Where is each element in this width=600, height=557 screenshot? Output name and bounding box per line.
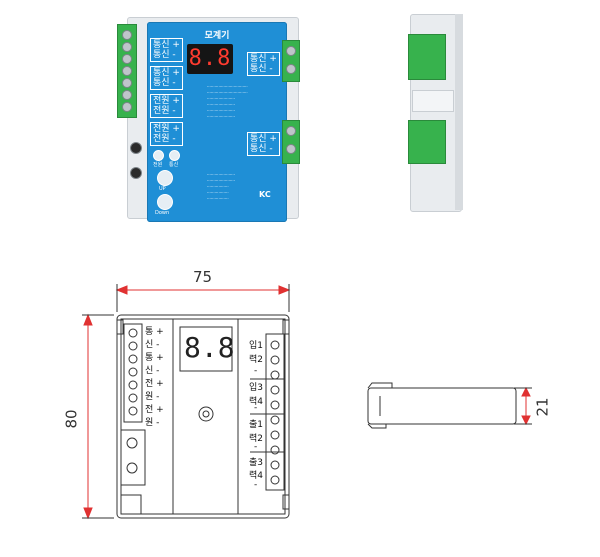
drawing-right-label: 입1 (249, 341, 264, 351)
down-button-caption: Down (155, 210, 170, 216)
comm-led (169, 150, 180, 161)
terminal-screw (122, 42, 132, 52)
drawing-right-label: 출1 (249, 420, 264, 430)
side-clip (412, 90, 454, 112)
terminal-screw (122, 78, 132, 88)
spec-text-block: ········································… (207, 84, 248, 119)
drawing-right-label: 력2 (249, 434, 264, 444)
drawing-display-digits: 8.8 (184, 331, 235, 364)
down-button[interactable] (157, 194, 173, 210)
side-edge (455, 14, 463, 210)
power-led (153, 150, 164, 161)
terminal-screw (122, 66, 132, 76)
drawing-right-label: 력4 (249, 471, 264, 481)
mount-screw (130, 142, 142, 154)
up-button-caption: UP (159, 186, 166, 192)
drawing-left-label: 원 - (145, 418, 160, 428)
comm-led-caption: 통신 (169, 162, 179, 168)
drawing-right-label: - (254, 442, 258, 452)
drawing-left-label: 전 + (145, 379, 164, 389)
terminal-screw (122, 54, 132, 64)
drawing-left-label: 신 - (145, 340, 160, 350)
front-outline-drawing (116, 314, 290, 519)
label-right-top: 통신 +통신 - (247, 52, 280, 76)
label-right-bottom: 통신 +통신 - (247, 132, 280, 156)
terminal-screw (286, 64, 296, 74)
drawing-left-label: 전 + (145, 405, 164, 415)
height-dimension-label: 80 (62, 409, 81, 429)
mount-screw (130, 167, 142, 179)
terminal-screw (286, 144, 296, 154)
side-outline-drawing (367, 382, 517, 429)
drawing-left-label: 원 - (145, 392, 160, 402)
side-terminal-top (408, 34, 446, 80)
label-comm-2: 통신 +통신 - (150, 66, 183, 90)
terminal-screw (286, 126, 296, 136)
up-button[interactable] (157, 170, 173, 186)
seven-segment-display: 8.8 (187, 44, 233, 74)
drawing-right-label: - (254, 480, 258, 490)
drawing-right-label: 출3 (249, 458, 264, 468)
label-power-2: 전원 +전원 - (150, 122, 183, 146)
terminal-screw (122, 30, 132, 40)
front-panel: 모계기 8.8 통신 +통신 - 통신 +통신 - 전원 +전원 - 전원 +전… (147, 22, 287, 222)
kc-mark: KC (259, 190, 271, 199)
terminal-screw (286, 46, 296, 56)
label-power-1: 전원 +전원 - (150, 94, 183, 118)
width-dimension-label: 75 (193, 268, 213, 286)
product-photo-side (400, 12, 470, 212)
panel-title: 모계기 (204, 31, 230, 41)
product-photo-front: 모계기 8.8 통신 +통신 - 통신 +통신 - 전원 +전원 - 전원 +전… (112, 12, 302, 222)
label-comm-1: 통신 +통신 - (150, 38, 183, 62)
width-dimension (115, 284, 291, 312)
drawing-left-label: 신 - (145, 366, 160, 376)
depth-dimension-label: 21 (533, 397, 552, 417)
drawing-left-label: 통 + (145, 353, 164, 363)
drawing-right-label: - (254, 403, 258, 413)
terminal-screw (122, 90, 132, 100)
side-terminal-bottom (408, 120, 446, 164)
power-led-caption: 전원 (153, 162, 163, 168)
terminal-screw (122, 102, 132, 112)
height-dimension (82, 313, 114, 520)
drawing-right-label: 력4 (249, 397, 264, 407)
drawing-right-label: - (254, 366, 258, 376)
drawing-right-label: 입3 (249, 383, 264, 393)
spec-text-block-2: ········································… (207, 172, 235, 201)
drawing-left-label: 통 + (145, 327, 164, 337)
drawing-right-label: 력2 (249, 355, 264, 365)
depth-dimension (514, 386, 532, 426)
